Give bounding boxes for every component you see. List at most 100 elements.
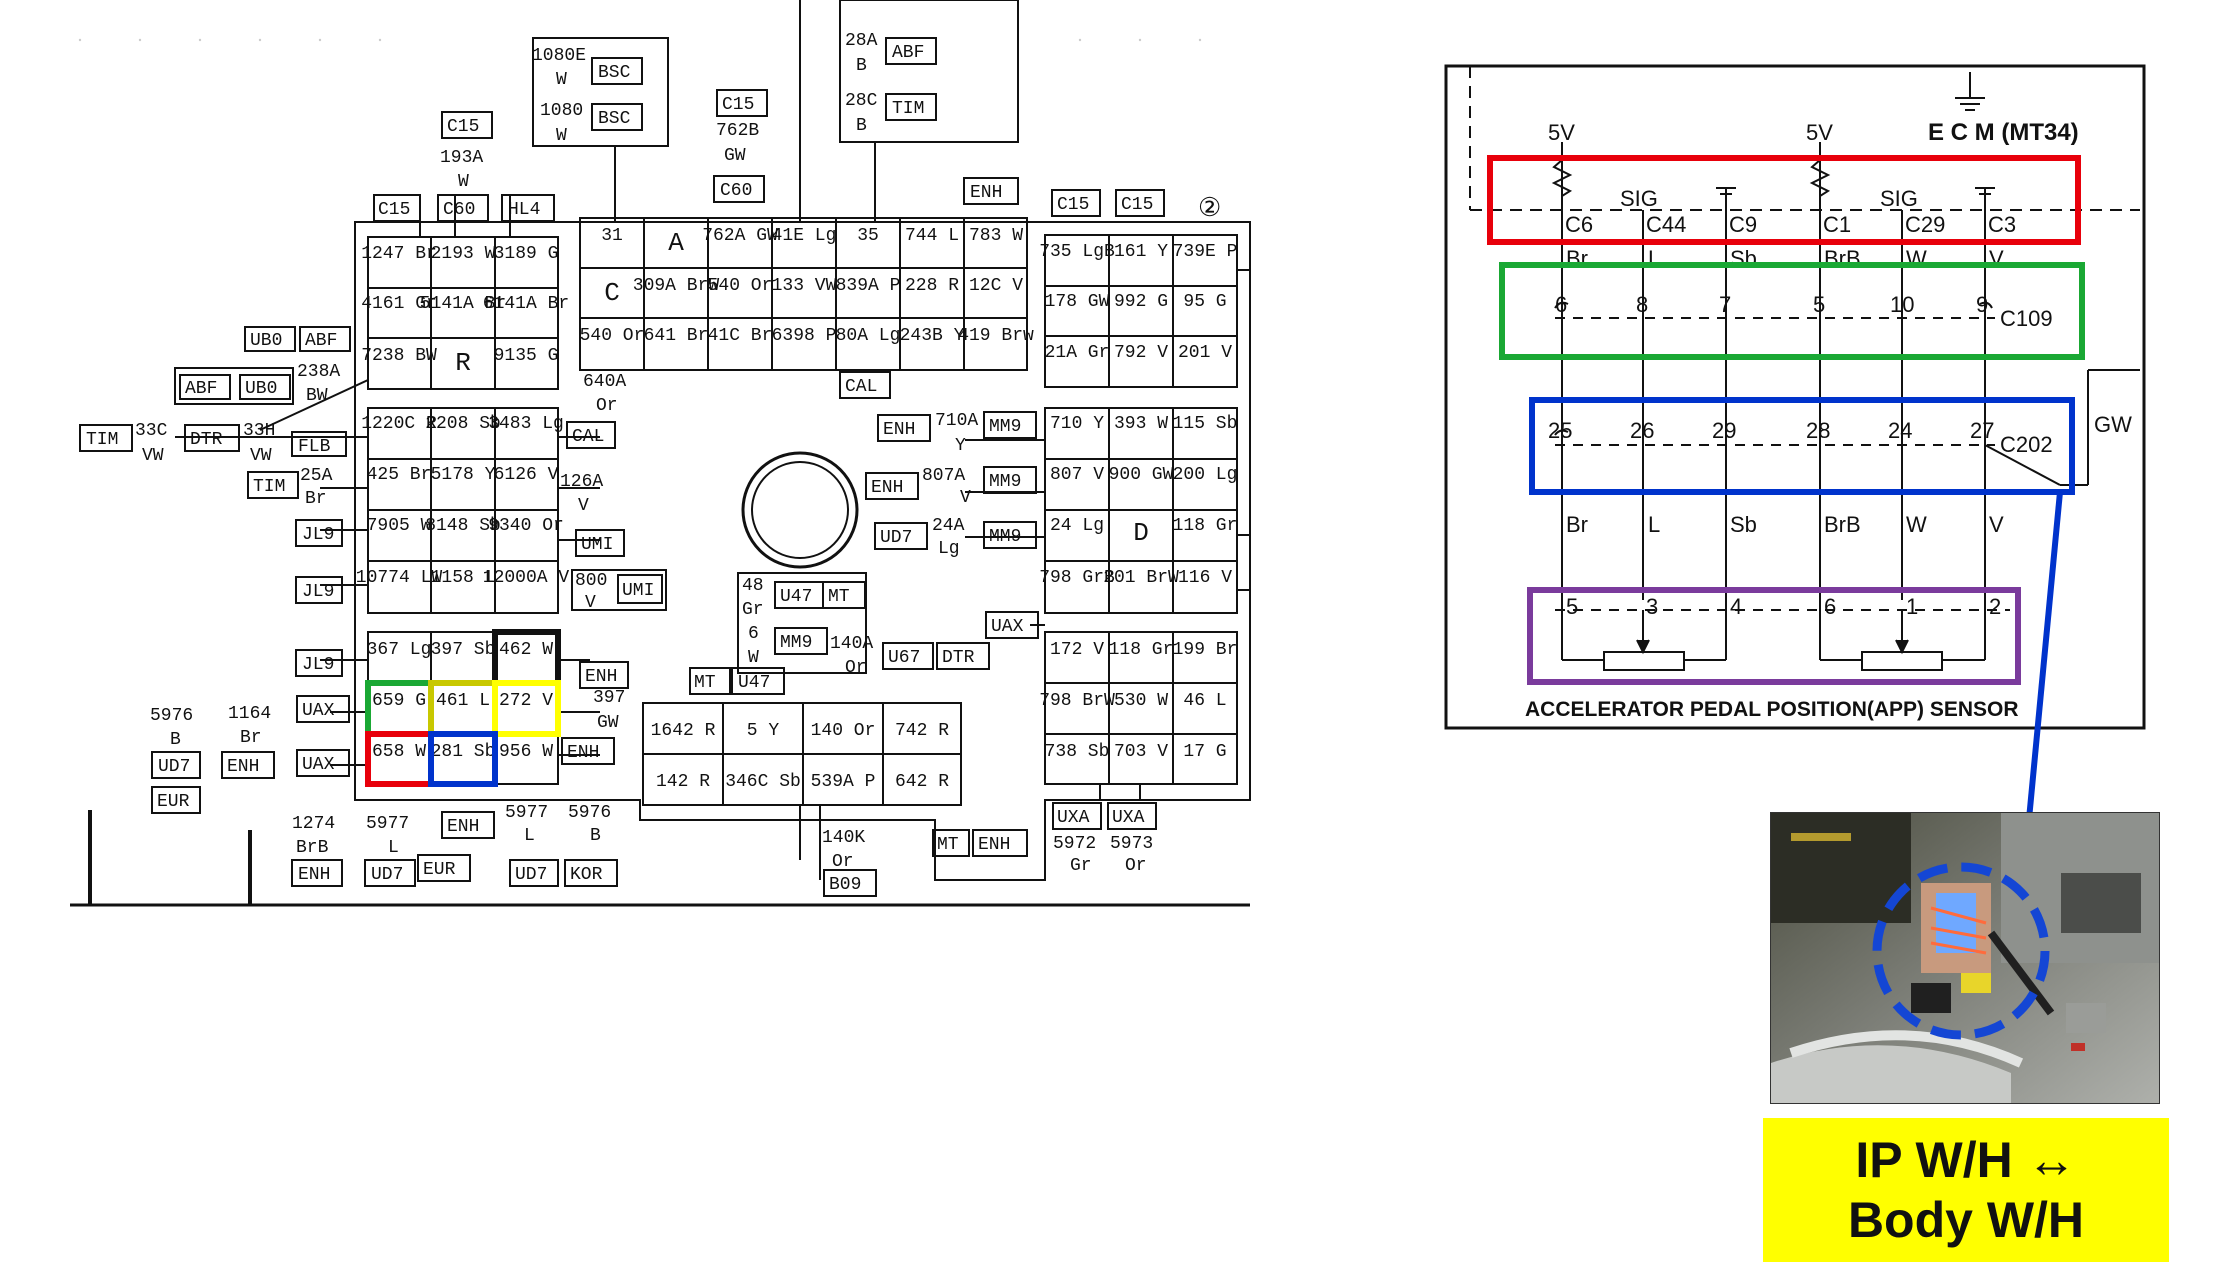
sensor-label: ACCELERATOR PEDAL POSITION(APP) SENSOR — [1525, 698, 2019, 721]
tag: ENH — [585, 667, 617, 687]
pin-label: 7 — [1719, 292, 1731, 317]
cell: 80A Lg — [836, 326, 901, 346]
label: BW — [306, 386, 328, 406]
cell: 24 Lg — [1050, 516, 1104, 536]
cell: 762A GW — [702, 226, 778, 246]
cell: 738 Sb — [1045, 742, 1110, 762]
pin-label: C3 — [1988, 212, 2016, 237]
schematic-highlights — [1487, 155, 2085, 873]
tag: ENH — [978, 835, 1010, 855]
cell: 1642 R — [651, 721, 716, 741]
tag: ENH — [970, 183, 1002, 203]
cell: 31 — [601, 226, 623, 246]
tag: C60 — [443, 200, 475, 220]
tag: UD7 — [158, 757, 190, 777]
tag: TIM — [253, 477, 285, 497]
label: 5972 — [1053, 834, 1096, 854]
cell: 8148 Sb — [425, 516, 501, 536]
cell: 243B Y — [900, 326, 965, 346]
cell: 642 R — [895, 772, 949, 792]
cell: 1220C R — [361, 414, 437, 434]
signal-label: SIG — [1620, 186, 1658, 211]
label: GW — [597, 713, 619, 733]
pin-label: C1 — [1823, 212, 1851, 237]
wire-color: Br — [1566, 512, 1588, 537]
pin-label: 28 — [1806, 418, 1830, 443]
tag: C15 — [447, 117, 479, 137]
tag: ENH — [871, 478, 903, 498]
grid-highlights — [365, 629, 561, 787]
cell: 540 Or — [580, 326, 645, 346]
cell: 744 L — [905, 226, 959, 246]
pin-label: 10 — [1890, 292, 1914, 317]
tag: UMI — [622, 581, 654, 601]
cell: 839A P — [836, 276, 901, 296]
tag: MT — [828, 587, 850, 607]
pin-label: 4 — [1730, 594, 1742, 619]
cell: 539A P — [811, 772, 876, 792]
tag: JL9 — [302, 525, 334, 545]
label: 140A — [830, 634, 873, 654]
cell: 178 GW — [1045, 292, 1110, 312]
label: 710A — [935, 411, 978, 431]
cell: 142 R — [656, 772, 710, 792]
tag: EUR — [157, 792, 190, 812]
pin-label: 8 — [1636, 292, 1648, 317]
cell: 172 V — [1050, 640, 1104, 660]
tag: U47 — [738, 673, 770, 693]
wire-color: GW — [2094, 412, 2132, 437]
tag: ENH — [883, 420, 915, 440]
tag: DTR — [190, 430, 223, 450]
cell: R — [455, 348, 471, 378]
cell: 46 L — [1183, 691, 1226, 711]
tag: MT — [937, 835, 959, 855]
cell: 530 W — [1114, 691, 1168, 711]
cell: 461 L — [436, 691, 490, 711]
tag: TIM — [86, 430, 118, 450]
cell: 35 — [857, 226, 879, 246]
pin-label: 9 — [1976, 292, 1988, 317]
cell: 346C Sb — [725, 772, 801, 792]
tag: KOR — [570, 865, 603, 885]
tag: C15 — [722, 95, 754, 115]
label: B — [856, 116, 867, 136]
label: 140K — [822, 828, 865, 848]
tag: DTR — [942, 648, 975, 668]
pin-label: C6 — [1565, 212, 1593, 237]
label: 238A — [297, 362, 340, 382]
cell: 5 Y — [747, 721, 780, 741]
connector-label: C202 — [2000, 432, 2053, 457]
tag: MT — [694, 673, 716, 693]
cell: 7238 BW — [361, 346, 437, 366]
cell: 281 Sb — [431, 742, 496, 762]
pin-label: 3 — [1646, 594, 1658, 619]
cell: 2193 W — [431, 244, 496, 264]
tag: MM9 — [989, 417, 1021, 437]
cell: 742 R — [895, 721, 949, 741]
cell: 21A Gr — [1045, 343, 1110, 363]
label: Y — [955, 436, 966, 456]
cell: 992 G — [1114, 292, 1168, 312]
cell: 9135 G — [494, 346, 559, 366]
label: 1274 — [292, 814, 335, 834]
cell: 7905 W — [367, 516, 432, 536]
label: 28A — [845, 31, 878, 51]
cell: 6398 P — [772, 326, 837, 346]
label: BrB — [296, 838, 329, 858]
label: 1164 — [228, 704, 271, 724]
cell: 115 Sb — [1173, 414, 1238, 434]
tag: C15 — [1057, 195, 1089, 215]
cell: 739E P — [1173, 242, 1238, 262]
cell: 95 G — [1183, 292, 1226, 312]
label: V — [960, 488, 971, 508]
label: Or — [1125, 856, 1147, 876]
cell: 161 Y — [1114, 242, 1168, 262]
tag: UXA — [1112, 808, 1145, 828]
cell: 659 G — [372, 691, 426, 711]
tag: ABF — [185, 379, 217, 399]
cell: 792 V — [1114, 343, 1168, 363]
tag: UB0 — [250, 331, 282, 351]
pin-label: 26 — [1630, 418, 1654, 443]
pin-label: 6 — [1555, 292, 1567, 317]
tag: JL9 — [302, 655, 334, 675]
